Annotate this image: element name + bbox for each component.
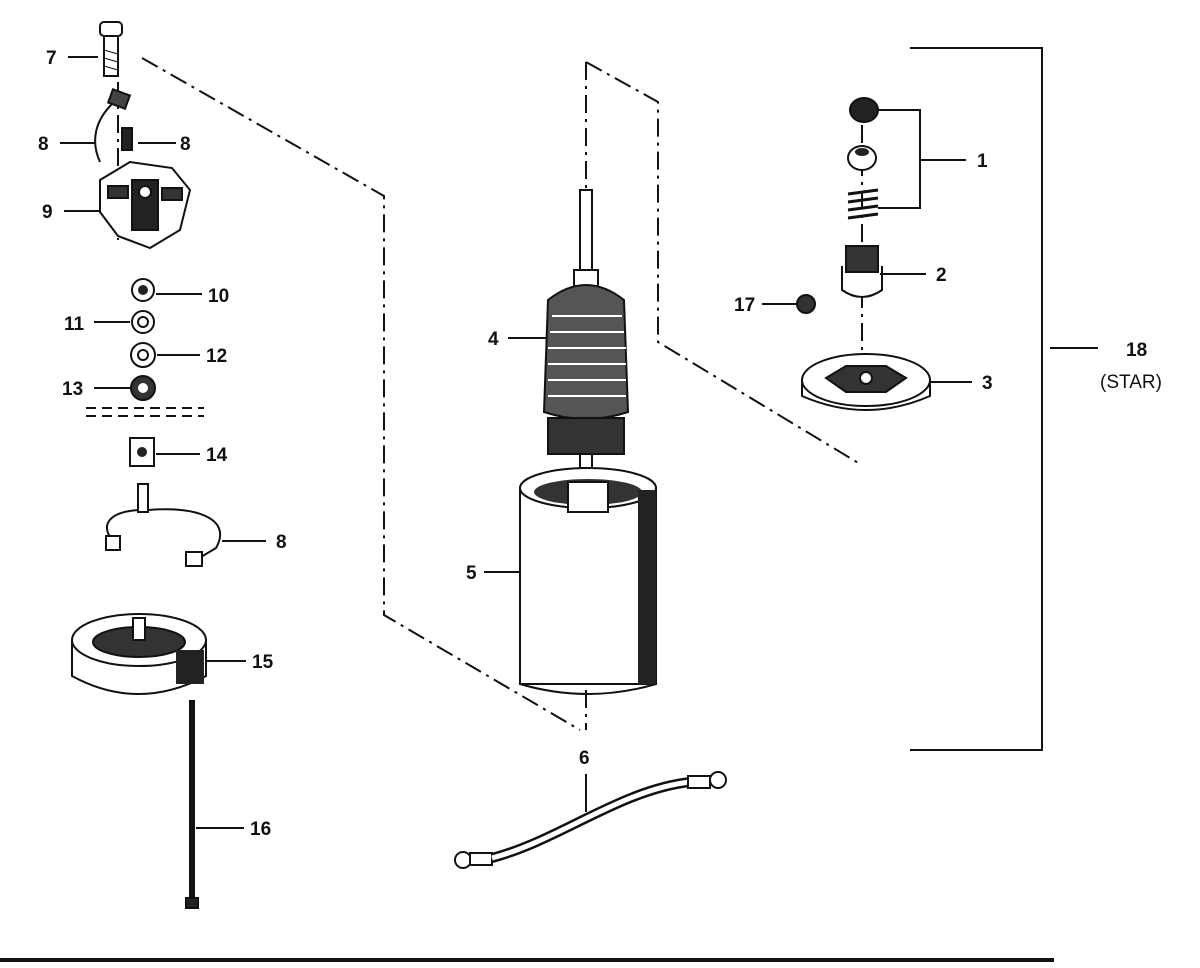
callout-16: 16 [250,819,271,840]
part-pinion [841,245,883,298]
assembly-bracket [910,47,1043,751]
part-washer-a [131,310,155,334]
callout-1: 1 [977,151,988,172]
part-bolt [99,21,123,77]
callout-3: 3 [982,373,993,394]
callout-8-top-left: 8 [38,134,49,155]
callout-13: 13 [62,379,83,400]
callout-7: 7 [46,48,57,69]
part-insulator [130,375,156,401]
callout-18-note: (STAR) [1100,372,1162,393]
part-washer-b [130,342,156,368]
callouts: 7 8 8 9 10 11 12 13 14 8 15 16 4 5 6 1 2… [38,48,1162,840]
callout-12: 12 [206,346,227,367]
callout-15: 15 [252,652,274,673]
callout-4: 4 [488,329,499,350]
callout-8-lower: 8 [276,532,287,553]
callout-5: 5 [466,563,477,584]
callout-18: 18 [1126,340,1147,361]
assembly-outline [86,57,863,731]
leader-lines [60,56,1098,829]
part-end-plate [801,353,931,411]
part-frame [519,467,657,695]
part-small-nut [796,294,816,314]
callout-14: 14 [206,445,228,466]
callout-2: 2 [936,265,947,286]
part-brush-lead [94,88,133,163]
callout-11: 11 [64,314,85,335]
part-nut [131,278,155,302]
part-ground-cable [454,771,727,869]
callout-6: 6 [579,748,590,769]
part-terminal-leads [105,483,222,567]
part-thru-bolt [185,700,199,909]
part-end-cap [71,613,207,695]
part-terminal-insulator [129,437,155,467]
callout-17: 17 [734,295,755,316]
part-brush-holder [99,160,192,250]
callout-10: 10 [208,286,229,307]
part-drive-hardware [847,97,879,220]
part-armature [542,189,630,469]
callout-9: 9 [42,202,53,223]
callout-8-top-right: 8 [180,134,191,155]
